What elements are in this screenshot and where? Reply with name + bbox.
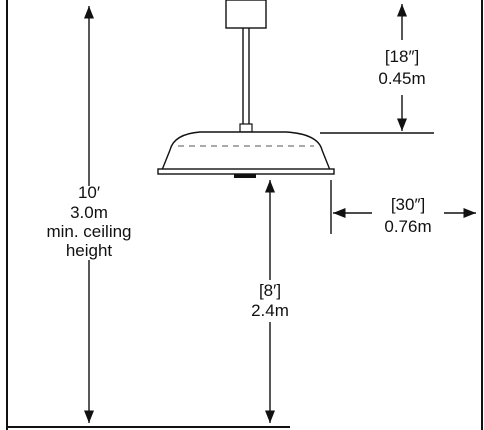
ceiling-height-metric: 3.0m <box>70 203 108 222</box>
floor-clearance-imperial: [8′] <box>259 281 281 300</box>
pendant-fixture <box>157 0 335 178</box>
shade-rim <box>157 168 335 175</box>
ceiling-height-note-line1: min. ceiling <box>46 222 131 241</box>
lamp-shade <box>160 131 332 171</box>
side-clearance-metric: 0.76m <box>384 217 431 236</box>
side-clearance-imperial: [30″] <box>391 195 425 214</box>
lamp-lens <box>234 174 256 178</box>
floor-clearance-metric: 2.4m <box>251 301 289 320</box>
ceiling-canopy <box>225 0 267 29</box>
drop-length-imperial: [18″] <box>385 47 419 66</box>
stem-collar <box>239 123 253 133</box>
ceiling-height-note-line2: height <box>66 241 113 260</box>
drop-length-metric: 0.45m <box>378 69 425 88</box>
ceiling-height-imperial: 10′ <box>78 183 100 202</box>
